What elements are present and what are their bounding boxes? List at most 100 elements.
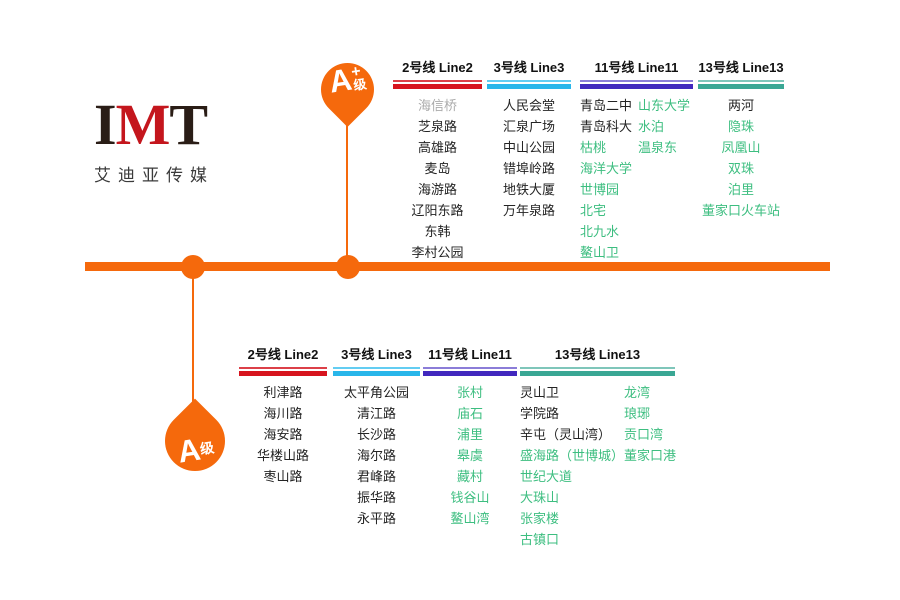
line2-underline <box>239 367 327 376</box>
station-item: 董家口火车站 <box>701 203 780 218</box>
station-item: 青岛二中 <box>580 98 633 113</box>
imt-logo: IMT 艾迪亚传媒 <box>94 96 234 186</box>
line11-underline <box>423 367 517 376</box>
station-item: 灵山卫 <box>520 385 560 400</box>
station-item: 张村 <box>456 385 483 400</box>
station-item: 董家口港 <box>624 448 677 463</box>
top-column-line13: 13号线 Line13 两河隐珠凤凰山双珠泊里董家口火车站 <box>698 57 784 221</box>
station-item: 青岛科大 <box>580 119 633 134</box>
grade-letter: A <box>175 431 203 470</box>
marker-tail-top <box>346 122 348 262</box>
line11-top-stations-left: 青岛二中青岛科大枯桃海洋大学世博园北宅北九水鳌山卫 <box>580 95 638 263</box>
station-item: 华楼山路 <box>256 448 309 463</box>
station-item: 清江路 <box>356 406 396 421</box>
line2-underline <box>393 80 482 89</box>
station-item: 庙石 <box>456 406 483 421</box>
station-item: 北九水 <box>580 224 620 239</box>
station-item: 海游路 <box>417 182 457 197</box>
station-item: 海川路 <box>263 406 303 421</box>
line13-bottom-stations-right: 龙湾琅琊贡口湾董家口港 <box>624 382 676 550</box>
station-item: 汇泉广场 <box>502 119 555 134</box>
station-item: 浦里 <box>456 427 483 442</box>
station-item: 山东大学 <box>638 98 691 113</box>
line3-header: 3号线 Line3 <box>493 60 565 75</box>
station-item: 皋虞 <box>456 448 483 463</box>
station-item: 隐珠 <box>727 119 754 134</box>
line13-header: 13号线 Line13 <box>554 347 641 362</box>
line13-bottom-stations: 灵山卫学院路辛屯（灵山湾） 盛海路（世博城） 世纪大道大珠山张家楼古镇口 龙湾琅琊贡… <box>520 382 676 550</box>
station-item: 藏村 <box>456 469 483 484</box>
bottom-column-line3: 3号线 Line3 太平角公园清江路长沙路海尔路君峰路振华路永平路 <box>333 344 420 529</box>
station-item: 高雄路 <box>417 140 457 155</box>
line3-underline <box>333 367 420 376</box>
line11-underline <box>580 80 693 89</box>
bottom-column-line2: 2号线 Line2 利津路海川路海安路华楼山路枣山路 <box>239 344 327 487</box>
station-item: 世博园 <box>580 182 620 197</box>
station-item: 两河 <box>727 98 754 113</box>
station-item: 鳌山湾 <box>450 511 490 526</box>
station-item: 北宅 <box>580 203 607 218</box>
station-item: 万年泉路 <box>502 203 555 218</box>
line2-header: 2号线 Line2 <box>402 60 473 75</box>
line13-bottom-stations-left: 灵山卫学院路辛屯（灵山湾） 盛海路（世博城） 世纪大道大珠山张家楼古镇口 <box>520 382 624 550</box>
line11-top-stations: 青岛二中青岛科大枯桃海洋大学世博园北宅北九水鳌山卫 山东大学水泊温泉东 <box>580 95 693 263</box>
station-item: 利津路 <box>263 385 303 400</box>
bottom-column-line13: 13号线 Line13 灵山卫学院路辛屯（灵山湾） 盛海路（世博城） 世纪大道大珠山… <box>520 344 676 550</box>
line11-header: 11号线 Line11 <box>428 347 512 362</box>
station-item: 温泉东 <box>638 140 678 155</box>
line13-underline <box>520 367 675 376</box>
logo-letter-m: M <box>115 92 171 157</box>
station-item: 凤凰山 <box>721 140 761 155</box>
station-item: 泊里 <box>727 182 754 197</box>
line3-header: 3号线 Line3 <box>341 347 412 362</box>
line2-top-stations: 海信桥芝泉路高雄路麦岛海游路辽阳东路东韩李村公园 <box>393 95 482 263</box>
station-item: 古镇口 <box>520 532 560 547</box>
station-item: 辛屯（灵山湾） <box>520 427 612 442</box>
station-item: 海安路 <box>263 427 303 442</box>
station-item: 学院路 <box>520 406 560 421</box>
station-item: 盛海路（世博城） <box>520 448 625 463</box>
station-item: 鳌山卫 <box>580 245 620 260</box>
station-item: 错埠岭路 <box>502 161 555 176</box>
station-item: 世纪大道 <box>520 469 573 484</box>
top-column-line2: 2号线 Line2 海信桥芝泉路高雄路麦岛海游路辽阳东路东韩李村公园 <box>393 57 482 263</box>
timeline-axis <box>85 262 830 271</box>
station-item: 海信桥 <box>417 98 457 113</box>
top-column-line3: 3号线 Line3 人民会堂汇泉广场中山公园错埠岭路地铁大厦万年泉路 <box>487 57 571 221</box>
line3-underline <box>487 80 571 89</box>
station-item: 海洋大学 <box>580 161 633 176</box>
grade-suffix: 级 <box>198 439 216 458</box>
station-item: 琅琊 <box>624 406 651 421</box>
station-item: 中山公园 <box>502 140 555 155</box>
logo-wordmark: IMT <box>94 96 234 154</box>
logo-letter-i: I <box>94 92 117 157</box>
station-item: 水泊 <box>638 119 665 134</box>
station-item: 人民会堂 <box>502 98 555 113</box>
station-item: 辽阳东路 <box>411 203 464 218</box>
station-item: 大珠山 <box>520 490 560 505</box>
station-item: 麦岛 <box>424 161 451 176</box>
station-item: 长沙路 <box>356 427 396 442</box>
line3-top-stations: 人民会堂汇泉广场中山公园错埠岭路地铁大厦万年泉路 <box>487 95 571 221</box>
line11-top-stations-right: 山东大学水泊温泉东 <box>638 95 690 263</box>
station-item: 东韩 <box>424 224 451 239</box>
station-item: 双珠 <box>727 161 754 176</box>
line3-bottom-stations: 太平角公园清江路长沙路海尔路君峰路振华路永平路 <box>333 382 420 529</box>
station-item: 李村公园 <box>411 245 464 260</box>
station-item: 龙湾 <box>624 385 651 400</box>
line11-header: 11号线 Line11 <box>594 60 679 75</box>
station-item: 海尔路 <box>356 448 396 463</box>
station-item: 振华路 <box>356 490 396 505</box>
marker-tail-bottom <box>192 275 194 403</box>
station-item: 枣山路 <box>263 469 303 484</box>
grade-suffix: 级 <box>352 76 368 94</box>
station-item: 芝泉路 <box>417 119 457 134</box>
station-item: 贡口湾 <box>624 427 664 442</box>
line2-bottom-stations: 利津路海川路海安路华楼山路枣山路 <box>239 382 327 487</box>
station-item: 地铁大厦 <box>502 182 555 197</box>
station-item: 张家楼 <box>520 511 560 526</box>
station-item: 君峰路 <box>356 469 396 484</box>
station-item: 永平路 <box>356 511 396 526</box>
logo-subtitle: 艾迪亚传媒 <box>94 166 214 185</box>
